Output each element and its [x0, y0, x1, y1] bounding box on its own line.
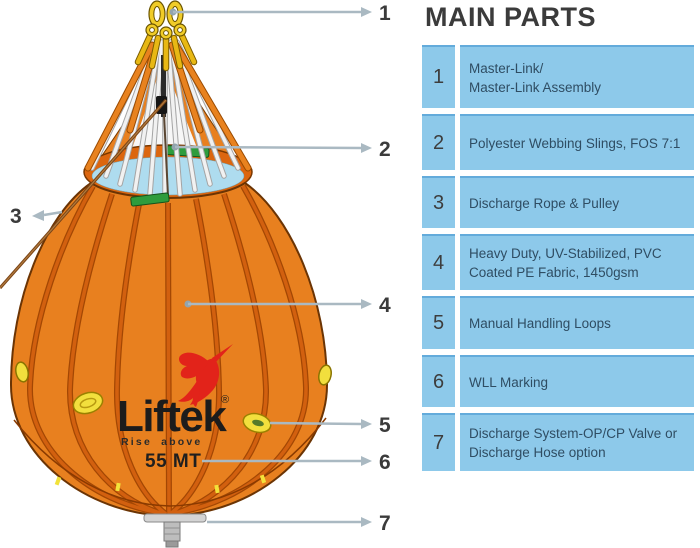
- table-row: 6 WLL Marking: [422, 355, 694, 407]
- callout-number-7: 7: [379, 512, 391, 535]
- handling-loop: [318, 364, 332, 386]
- callout-lines: [32, 7, 372, 527]
- handling-loop: [72, 391, 104, 415]
- parts-table: 1 Master-Link/ Master-Link Assembly 2 Po…: [422, 45, 694, 471]
- handling-loops: [15, 361, 332, 494]
- part-number: 4: [422, 234, 455, 290]
- handling-loop: [15, 361, 29, 383]
- callout-number-3: 3: [10, 205, 22, 228]
- part-description: Heavy Duty, UV-Stabilized, PVC Coated PE…: [460, 234, 694, 290]
- seam-marks: [54, 474, 267, 494]
- part-description: Manual Handling Loops: [460, 296, 694, 349]
- callout-7: [207, 517, 372, 527]
- table-row: 4 Heavy Duty, UV-Stabilized, PVC Coated …: [422, 234, 694, 290]
- part-number: 6: [422, 355, 455, 407]
- main-parts-panel: MAIN PARTS 1 Master-Link/ Master-Link As…: [422, 0, 694, 477]
- callout-3: [32, 210, 63, 221]
- table-row: 7 Discharge System-OP/CP Valve or Discha…: [422, 413, 694, 471]
- part-description: Master-Link/ Master-Link Assembly: [460, 45, 694, 108]
- callout-numbers: 1 2 3 4 5 6 7: [10, 2, 391, 535]
- part-number: 2: [422, 114, 455, 170]
- table-row: 3 Discharge Rope & Pulley: [422, 176, 694, 228]
- registered-trademark: ®: [221, 394, 229, 406]
- part-number: 5: [422, 296, 455, 349]
- callout-number-5: 5: [379, 414, 391, 437]
- wll-marking-text: 55 MT: [145, 451, 201, 472]
- master-link-icon: [148, 0, 184, 28]
- brand-tagline: Rise above: [121, 436, 202, 448]
- part-description: Polyester Webbing Slings, FOS 7:1: [460, 114, 694, 170]
- part-description: Discharge System-OP/CP Valve or Discharg…: [460, 413, 694, 471]
- callout-2: [171, 143, 372, 153]
- page-title: MAIN PARTS: [425, 2, 596, 32]
- callout-5: [269, 419, 372, 429]
- table-row: 2 Polyester Webbing Slings, FOS 7:1: [422, 114, 694, 170]
- bottom-gore-seam: [13, 417, 327, 507]
- part-number: 3: [422, 176, 455, 228]
- liftek-logo: Liftek ® Rise above 55 MT: [117, 344, 233, 472]
- waterbag-diagram: Liftek ® Rise above 55 MT: [0, 0, 391, 548]
- table-row: 5 Manual Handling Loops: [422, 296, 694, 349]
- callout-number-2: 2: [379, 138, 391, 161]
- part-description: Discharge Rope & Pulley: [460, 176, 694, 228]
- shackles: [145, 23, 187, 40]
- part-number: 7: [422, 413, 455, 471]
- callout-4: [184, 299, 372, 309]
- part-description: WLL Marking: [460, 355, 694, 407]
- table-row: 1 Master-Link/ Master-Link Assembly: [422, 45, 694, 108]
- discharge-rope: [0, 98, 168, 290]
- hummingbird-logo-icon: [178, 344, 233, 407]
- callout-number-4: 4: [379, 294, 391, 317]
- callout-number-1: 1: [379, 2, 391, 25]
- master-link-assembly: [134, 0, 198, 72]
- part-number: 1: [422, 45, 455, 108]
- callout-6: [202, 456, 372, 466]
- callout-1: [169, 7, 372, 17]
- callout-number-6: 6: [379, 451, 391, 474]
- rim-green-patch-front: [130, 192, 170, 207]
- brand-wordmark: Liftek: [117, 392, 227, 441]
- discharge-valve: [143, 513, 207, 548]
